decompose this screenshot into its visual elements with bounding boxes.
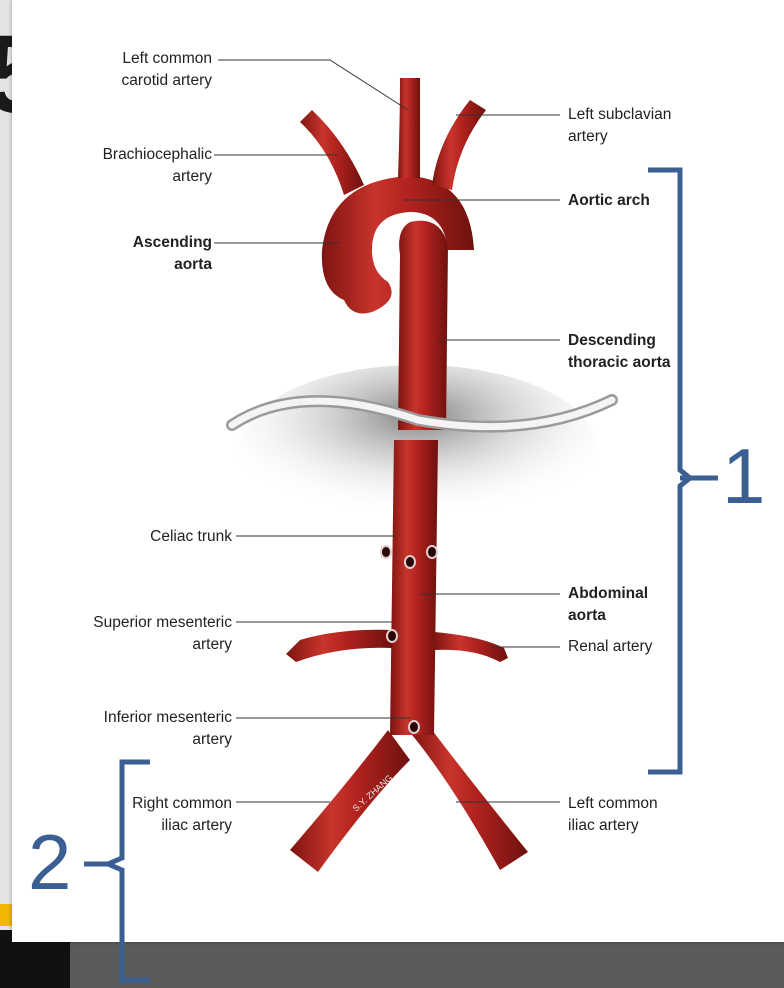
label-descending-thoracic-aorta: Descending thoracic aorta [568, 330, 671, 374]
left-common-carotid-vessel [398, 78, 420, 178]
bracket-1 [648, 170, 690, 772]
left-common-iliac-vessel [408, 730, 528, 870]
label-right-common-iliac-artery: Right common iliac artery [100, 793, 232, 837]
descending-aorta-vessel [398, 221, 448, 430]
left-subclavian-vessel [432, 100, 486, 190]
right-common-iliac-vessel [290, 730, 410, 872]
brachiocephalic-vessel [300, 110, 364, 195]
bracket-label-1: 1 [722, 436, 765, 516]
label-renal-artery: Renal artery [568, 636, 652, 658]
label-inferior-mesenteric-artery: Inferior mesenteric artery [60, 707, 232, 751]
right-renal-vessel [286, 630, 392, 662]
label-superior-mesenteric-artery: Superior mesenteric artery [60, 612, 232, 656]
bracket-label-2: 2 [28, 822, 71, 902]
label-left-subclavian-artery: Left subclavian artery [568, 104, 671, 148]
leader-left-common-carotid [218, 60, 408, 110]
abdominal-aorta-vessel [390, 440, 438, 735]
label-left-common-carotid-artery: Left common carotid artery [86, 48, 212, 92]
label-left-common-iliac-artery: Left common iliac artery [568, 793, 658, 837]
aortic-arch-vessel [322, 176, 474, 314]
label-ascending-aorta: Ascending aorta [100, 232, 212, 276]
label-abdominal-aorta: Abdominal aorta [568, 583, 648, 627]
label-aortic-arch: Aortic arch [568, 190, 650, 212]
label-brachiocephalic-artery: Brachiocephalic artery [70, 144, 212, 188]
label-celiac-trunk: Celiac trunk [100, 526, 232, 548]
